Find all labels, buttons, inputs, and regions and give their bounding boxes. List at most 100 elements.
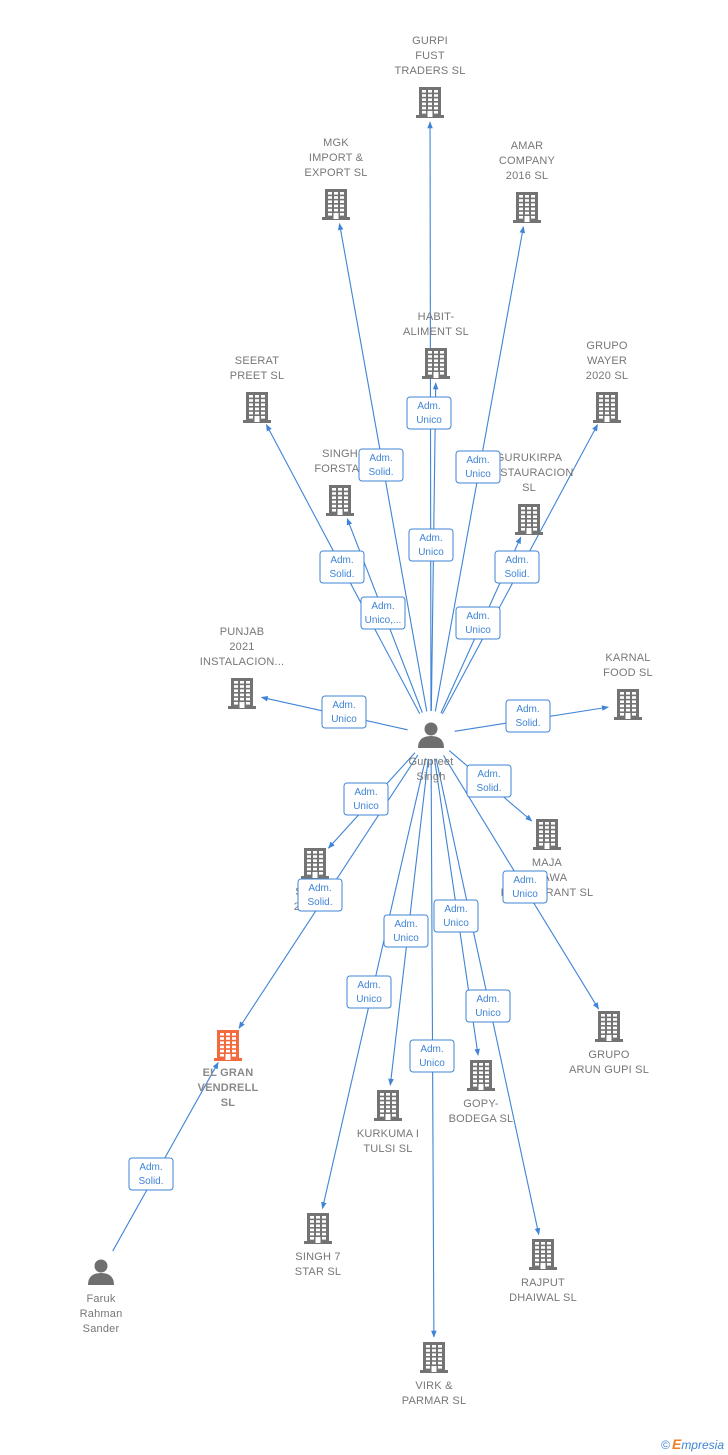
building-icon (228, 678, 256, 709)
role-tag-punjab: Adm.Unico (321, 695, 367, 729)
role-tag-text: Unico (419, 1058, 445, 1069)
role-tag-text: Unico (465, 469, 491, 480)
node-singh7[interactable]: SINGH 7 STAR SL (295, 1213, 341, 1278)
role-tag-text: Adm. (371, 601, 394, 612)
node-label: SEERAT (235, 355, 279, 367)
role-tag-text: Solid. (138, 1176, 163, 1187)
node-label: 2021 (229, 641, 254, 653)
role-tag-text: Adm. (466, 455, 489, 466)
role-tag-amar: Adm. Unico (455, 450, 501, 484)
node-label: STAR SL (295, 1266, 341, 1278)
node-label: 2020 SL (586, 370, 628, 382)
role-tag-text: Adm. (357, 980, 380, 991)
role-tag-text: Solid. (329, 569, 354, 580)
role-tag-box (128, 1157, 174, 1191)
node-label: SINGH 7 (295, 1251, 340, 1263)
role-tag-text: Adm. (420, 1044, 443, 1055)
node-label: EXPORT SL (304, 167, 367, 179)
building-icon (326, 485, 354, 516)
role-tag-rajput: Adm.Unico (465, 989, 511, 1023)
role-tag-text: Adm. (354, 787, 377, 798)
building-icon (593, 392, 621, 423)
node-label: Faruk (86, 1293, 115, 1305)
role-tag-mgk: Adm.Solid. (358, 448, 404, 482)
role-tag-text: Adm. (332, 700, 355, 711)
building-icon (422, 348, 450, 379)
node-label: 2016 SL (506, 170, 548, 182)
role-tag-singh7: Adm.Unico (346, 975, 392, 1009)
node-label: GURUKIRPA (496, 452, 563, 464)
role-tag-box (319, 550, 365, 584)
role-tags-layer: Adm.UnicoAdm.Solid.Adm.UnicoAdm.UnicoAdm… (128, 396, 551, 1191)
building-icon (416, 87, 444, 118)
building-icon (214, 1030, 242, 1061)
node-label: Singh (416, 771, 445, 783)
building-icon (467, 1060, 495, 1091)
role-tag-gurukirpa: Adm.Unico (455, 606, 501, 640)
node-label: Sander (83, 1323, 120, 1335)
building-icon (374, 1090, 402, 1121)
role-tag-text: Solid. (368, 467, 393, 478)
role-tag-karnal: Adm. Solid. (505, 699, 551, 733)
role-tag-text: Adm. (513, 875, 536, 886)
node-label: IMPORT & (309, 152, 364, 164)
node-label: COMPANY (499, 155, 556, 167)
node-label: DHAIWAL SL (509, 1292, 577, 1304)
role-tag-box (383, 914, 429, 948)
node-virk[interactable]: VIRK &PARMAR SL (402, 1342, 467, 1407)
role-tag-box (455, 450, 501, 484)
node-punjab[interactable]: PUNJAB2021INSTALACION... (200, 626, 285, 709)
role-tag-box (360, 596, 406, 630)
building-icon (595, 1011, 623, 1042)
role-tag-virk: Adm. Unico (409, 1039, 455, 1073)
node-label: GRUPO (586, 340, 628, 352)
building-icon (322, 189, 350, 220)
node-label: KURKUMA I (357, 1128, 419, 1140)
role-tag-box (433, 899, 479, 933)
role-tag-kurkuma: Adm.Unico (383, 914, 429, 948)
node-label: ARUN GUPI SL (569, 1064, 649, 1076)
edge-faruk-to-elgran (112, 1061, 219, 1252)
role-tag-box (465, 989, 511, 1023)
role-tag-text: Solid. (515, 718, 540, 729)
role-tag-text: Unico (393, 933, 419, 944)
node-arun[interactable]: GRUPO ARUN GUPI SL (569, 1011, 649, 1076)
empresia-watermark: ©Empresia (661, 1436, 724, 1452)
node-label: VENDRELL (198, 1082, 259, 1094)
role-tag-seerat: Adm.Solid. (319, 550, 365, 584)
role-tag-text: Adm. (444, 904, 467, 915)
node-label: Gurpreet (408, 756, 453, 768)
role-tag-box (321, 695, 367, 729)
building-icon (513, 192, 541, 223)
role-tag-text: Adm. (516, 704, 539, 715)
role-tag-text: Unico (416, 415, 442, 426)
role-tag-box (494, 550, 540, 584)
node-label: GRUPO (588, 1049, 630, 1061)
building-icon (243, 392, 271, 423)
role-tag-gopy: Adm.Unico (433, 899, 479, 933)
node-habit[interactable]: HABIT-ALIMENT SL (403, 311, 469, 379)
node-label: TRADERS SL (394, 65, 465, 77)
role-tag-habit: Adm.Unico (406, 396, 452, 430)
role-tag-box (409, 1039, 455, 1073)
node-label: SINGH (322, 448, 358, 460)
brand-initial: E (671, 1436, 682, 1452)
node-label: KARNAL (605, 652, 650, 664)
role-tag-text: Adm. (477, 769, 500, 780)
node-gopy[interactable]: GOPY-BODEGA SL (449, 1060, 514, 1125)
building-icon (301, 848, 329, 879)
